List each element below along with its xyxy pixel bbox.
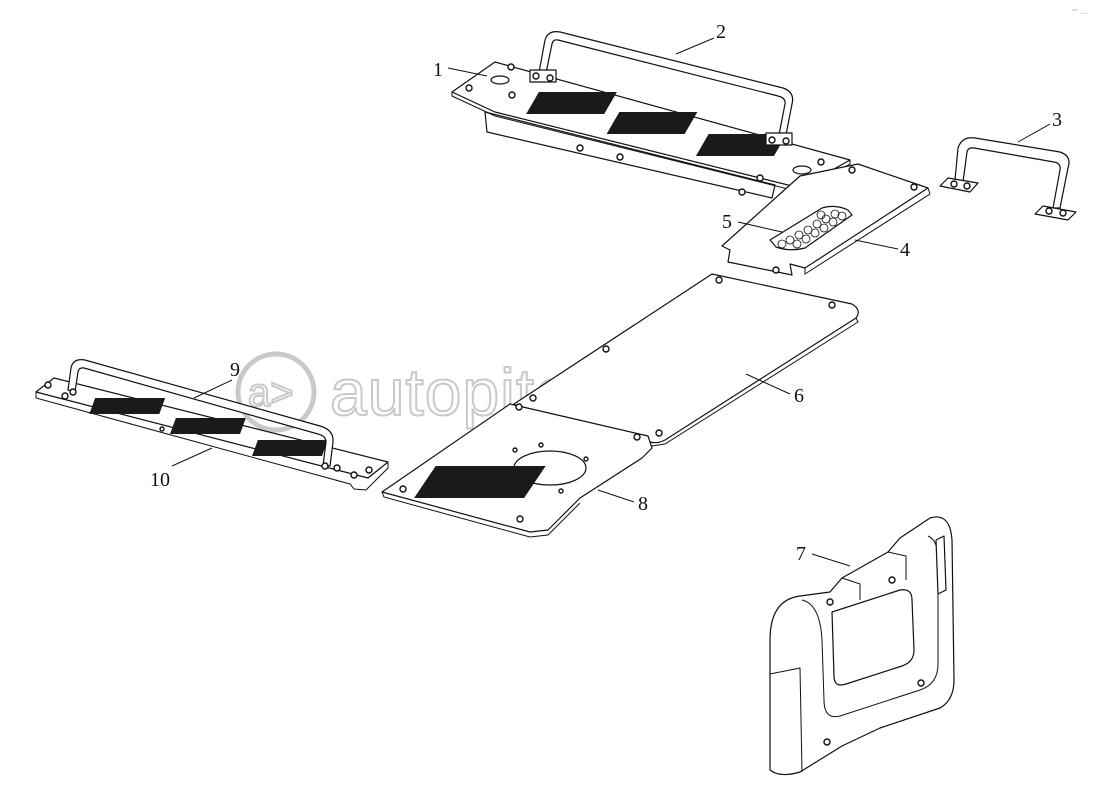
callout-6: 6 bbox=[794, 385, 804, 407]
callout-4: 4 bbox=[900, 239, 910, 261]
callout-8: 8 bbox=[638, 493, 648, 515]
leader-4 bbox=[854, 239, 899, 250]
part-1-upper-vented-cover bbox=[451, 61, 851, 199]
leader-lines bbox=[171, 37, 1051, 567]
part-7-side-bracket bbox=[769, 516, 955, 776]
leader-10 bbox=[171, 447, 213, 467]
watermark-logo-icon bbox=[235, 351, 317, 433]
part-10-vent-slots bbox=[89, 398, 328, 456]
part-5-hex-mesh bbox=[769, 205, 853, 251]
leader-1 bbox=[447, 67, 488, 77]
callout-9: 9 bbox=[230, 359, 240, 381]
leader-6 bbox=[745, 373, 791, 395]
leader-5 bbox=[737, 221, 783, 233]
leader-2 bbox=[675, 37, 715, 55]
callout-2: 2 bbox=[716, 21, 726, 43]
leader-7 bbox=[811, 553, 851, 567]
part-2-upper-handle bbox=[529, 31, 794, 146]
callout-10: 10 bbox=[150, 469, 170, 491]
callout-1: 1 bbox=[433, 59, 443, 81]
leader-8 bbox=[597, 489, 635, 503]
callout-7: 7 bbox=[796, 543, 806, 565]
part-8-vent-slots bbox=[414, 466, 546, 498]
callout-labels: 1 2 3 4 5 6 7 8 9 10 bbox=[150, 21, 1062, 565]
leader-3 bbox=[1017, 123, 1051, 143]
part-10-lower-left-cover bbox=[35, 377, 389, 491]
part-3-side-handle bbox=[939, 137, 1077, 221]
part-9-lower-left-handle bbox=[67, 359, 341, 472]
corner-mark: °° .... bbox=[1072, 8, 1087, 16]
part-8-lower-plate bbox=[381, 403, 653, 538]
callout-5: 5 bbox=[722, 211, 732, 233]
callout-3: 3 bbox=[1052, 109, 1062, 131]
part-1-vent-slots bbox=[526, 92, 787, 156]
leader-9 bbox=[193, 379, 233, 399]
